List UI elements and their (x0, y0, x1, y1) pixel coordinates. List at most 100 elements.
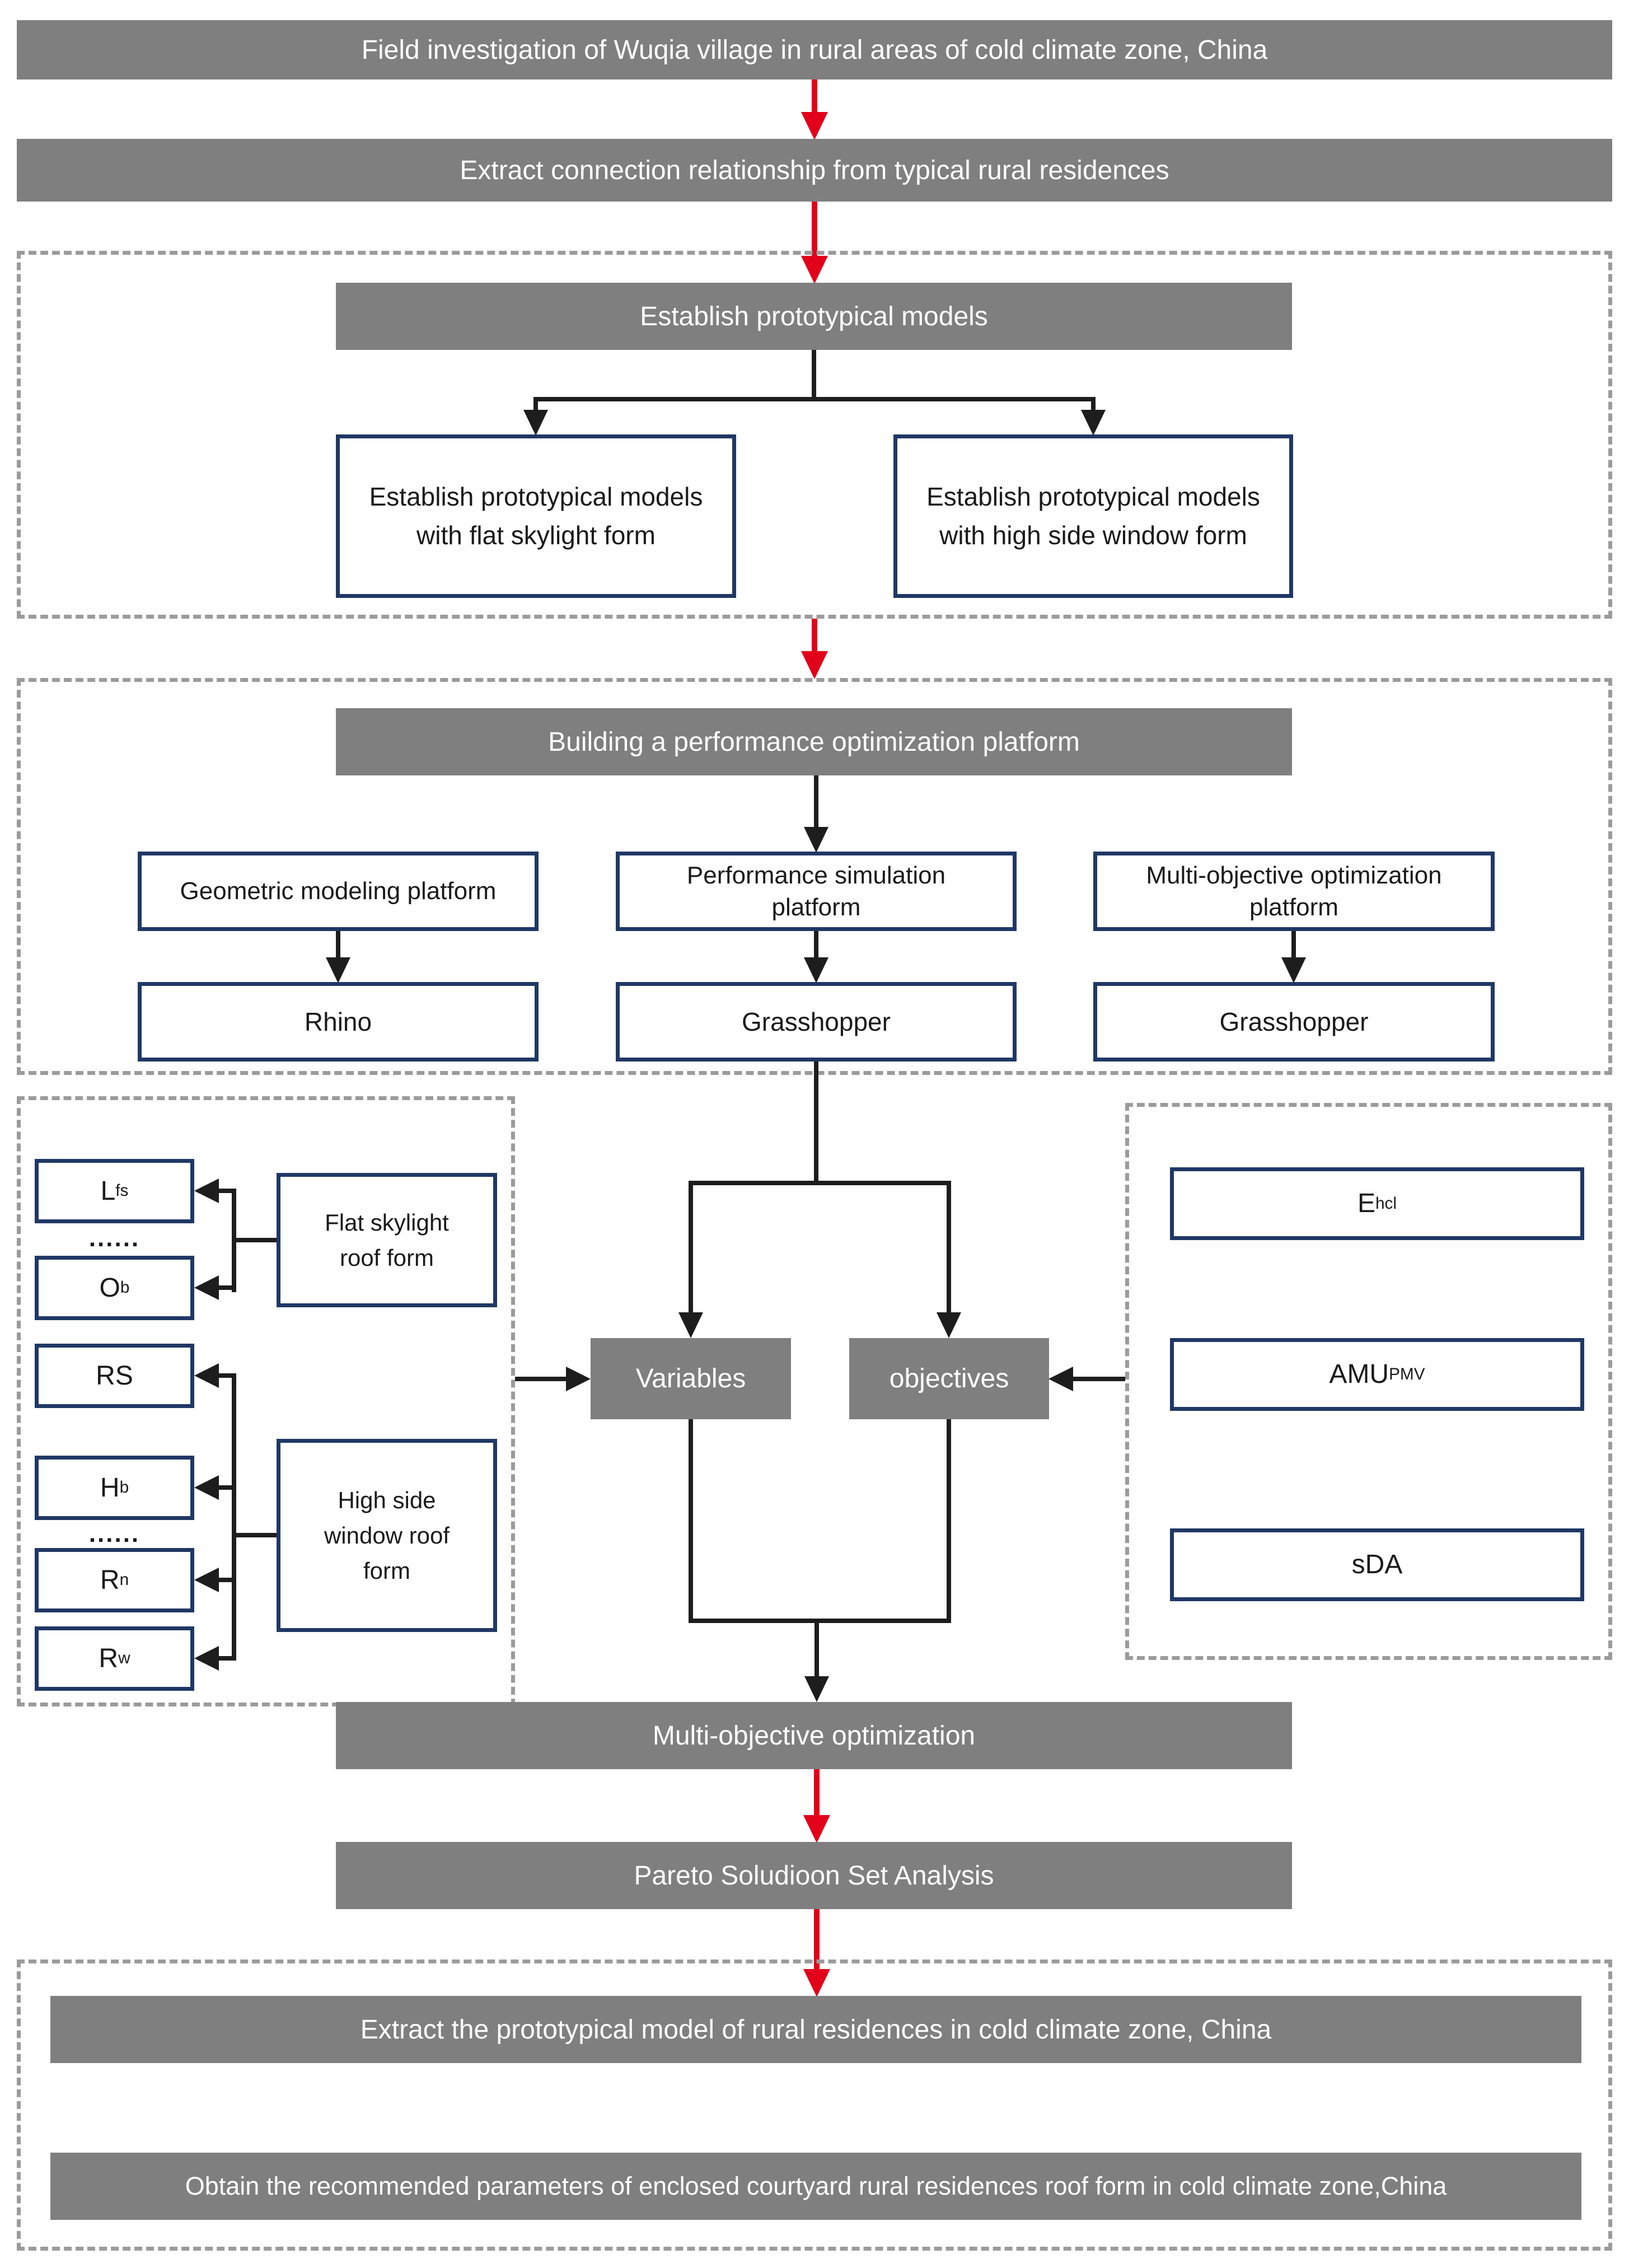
ellipsis-high-variables: ...... (88, 1520, 141, 1547)
red-connector-line (814, 1769, 820, 1815)
banner-multi-objective-optimization: Multi-objective optimization (336, 1702, 1292, 1769)
connector-line (218, 1578, 235, 1582)
dashed-panel-variables (17, 1096, 515, 1706)
arrow-down-icon (326, 957, 350, 983)
box-grasshopper-optimization: Grasshopper (1093, 982, 1495, 1061)
connector-line (814, 775, 818, 827)
banner-field-investigation: Field investigation of Wuqia village in … (17, 20, 1612, 80)
red-arrow-down-icon (803, 1969, 830, 1997)
variable-rs-base: RS (96, 1360, 133, 1391)
arrow-left-icon (194, 1646, 219, 1671)
objective-amupmv-sub: PMV (1389, 1364, 1425, 1383)
objective-ehcl-sub: hcl (1375, 1194, 1397, 1213)
box-flat-skylight-model: Establish prototypical models with flat … (336, 434, 736, 598)
red-arrow-down-icon (801, 112, 828, 140)
arrow-left-icon (194, 1363, 219, 1388)
objective-amupmv-base: AMU (1329, 1359, 1389, 1389)
connector-line (689, 1419, 693, 1623)
red-arrow-down-icon (801, 651, 828, 679)
variable-hb-sub: b (119, 1478, 129, 1497)
variable-rw-base: R (99, 1643, 119, 1673)
box-multi-objective-platform: Multi-objective optimization platform (1093, 852, 1495, 931)
connector-line (218, 1285, 235, 1290)
box-grasshopper-simulation: Grasshopper (616, 982, 1017, 1061)
banner-building-platform: Building a performance optimization plat… (336, 708, 1292, 775)
banner-extract-prototypical-model: Extract the prototypical model of rural … (50, 1996, 1581, 2063)
connector-line (232, 1373, 236, 1661)
arrow-down-icon (804, 957, 828, 983)
arrow-down-icon (523, 410, 548, 436)
connector-line (947, 1419, 951, 1623)
box-objective-sda: sDA (1170, 1528, 1584, 1601)
variable-rn-sub: n (119, 1570, 129, 1589)
banner-establish-prototypical-models: Establish prototypical models (336, 283, 1292, 350)
ellipsis-flat-variables: ...... (88, 1224, 141, 1252)
connector-line (515, 1377, 567, 1381)
connector-line (689, 1181, 693, 1313)
variable-hb-base: H (100, 1472, 120, 1503)
connector-line (814, 931, 818, 959)
arrow-down-icon (678, 1312, 703, 1338)
objective-ehcl-base: E (1357, 1189, 1375, 1218)
connector-line (218, 1656, 235, 1661)
red-connector-line (812, 80, 817, 114)
box-flat-skylight-roof-form: Flat skylight roof form (277, 1173, 497, 1307)
banner-obtain-recommended-parameters: Obtain the recommended parameters of enc… (50, 2153, 1581, 2220)
variable-rn-base: R (100, 1565, 120, 1595)
objective-sda-base: sDA (1351, 1550, 1403, 1579)
variable-lfs-base: L (100, 1176, 116, 1206)
box-variables: Variables (591, 1338, 791, 1419)
red-arrow-down-icon (803, 1815, 830, 1843)
arrow-down-icon (1281, 957, 1306, 983)
red-connector-line (814, 1909, 820, 1970)
box-high-side-window-roof-form: High side window roof form (277, 1439, 497, 1632)
arrow-down-icon (804, 827, 828, 853)
banner-extract-connection: Extract connection relationship from typ… (17, 139, 1612, 202)
connector-line (1073, 1377, 1125, 1381)
connector-line (218, 1373, 235, 1378)
red-arrow-down-icon (801, 256, 828, 284)
connector-line (336, 931, 340, 959)
box-rhino: Rhino (138, 982, 539, 1061)
connector-line (232, 1238, 277, 1242)
connector-line (218, 1485, 235, 1490)
variable-ob-base: O (99, 1273, 120, 1303)
connector-line (533, 397, 538, 414)
connector-line (689, 1619, 951, 1623)
red-connector-line (812, 619, 817, 653)
arrow-left-icon (1048, 1367, 1073, 1391)
dashed-section-prototypical-models (17, 251, 1612, 619)
variable-ob-sub: b (120, 1278, 130, 1297)
dashed-section-results (17, 1960, 1612, 2251)
variable-lfs-sub: fs (115, 1181, 129, 1200)
arrow-left-icon (194, 1275, 219, 1300)
arrow-down-icon (1081, 410, 1106, 436)
arrow-right-icon (566, 1367, 591, 1391)
banner-pareto-solution-set-analysis: Pareto Soludioon Set Analysis (336, 1842, 1292, 1909)
arrow-down-icon (937, 1312, 961, 1338)
red-connector-line (812, 202, 817, 258)
variable-rw-sub: w (118, 1649, 130, 1668)
dashed-panel-objectives (1125, 1103, 1612, 1660)
arrow-down-icon (804, 1676, 829, 1702)
box-variable-rs: RS (35, 1344, 194, 1408)
arrow-left-icon (194, 1179, 219, 1203)
connector-line (812, 350, 816, 401)
connector-line (232, 1533, 277, 1537)
connector-line (218, 1189, 235, 1193)
connector-line (689, 1181, 951, 1185)
connector-line (1091, 397, 1096, 414)
arrow-left-icon (194, 1475, 219, 1500)
box-performance-simulation-platform: Performance simulation platform (616, 852, 1017, 931)
box-geometric-modeling-platform: Geometric modeling platform (138, 852, 539, 931)
connector-line (814, 1619, 819, 1677)
connector-line (1291, 931, 1296, 959)
